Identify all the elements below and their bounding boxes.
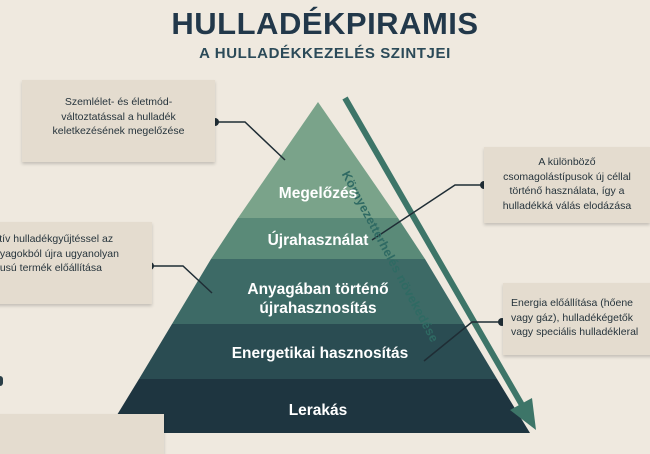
card-prevention-line3: keletkezésének megelőzése <box>52 125 185 137</box>
card-reuse-line1: A különböző <box>538 156 596 168</box>
card-energy-line1: Energia előállítása (hőene <box>511 297 634 309</box>
pyramid-tier-reuse <box>211 218 425 259</box>
page-title: HULLADÉKPIRAMIS <box>171 6 479 41</box>
connector-prevention <box>215 121 286 161</box>
pyramid-tier-energy <box>139 324 497 379</box>
pyramid-tier-prevention <box>238 102 398 218</box>
card-energy-line3: vagy speciális hulladékleral <box>511 326 639 338</box>
connector-dot-offscreen <box>0 376 3 386</box>
connector-lines <box>150 121 502 362</box>
pyramid-tier-recycling <box>172 259 464 324</box>
burden-arrow-line <box>342 96 525 407</box>
page-subtitle: A HULLADÉKKEZELÉS SZINTJEI <box>199 45 451 62</box>
level-label-reuse: Újrahasználat <box>267 232 369 249</box>
level-label-prevention: Megelőzés <box>278 185 358 202</box>
connector-energy <box>423 321 502 362</box>
connector-recycling <box>150 265 213 294</box>
card-recycling-line1: ktív hulladékgyűjtéssel az <box>0 233 114 245</box>
card-reuse-line4: hulladékká válás elodázása <box>502 199 632 212</box>
level-label-landfill: Lerakás <box>288 402 348 419</box>
card-reuse-line2: csomagolástípusok új céllal <box>503 170 631 183</box>
card-energy-line2: vagy gáz), hulladékégetők <box>511 311 633 324</box>
card-prevention-line2: változtatással a hulladék <box>61 110 176 123</box>
card-prevention-line1: Szemlélet- és életmód- <box>64 96 173 108</box>
pyramid-diagram <box>106 96 536 433</box>
level-label-recycling-line1: Anyagában történő <box>247 281 389 298</box>
card-recycling: ktív hulladékgyűjtéssel az nyagokból újr… <box>0 222 152 304</box>
card-reuse-line3: történő használata, így a <box>509 185 625 197</box>
card-energy: Energia előállítása (hőene vagy gáz), hu… <box>503 283 650 355</box>
burden-arrow-head <box>510 398 536 430</box>
level-label-recycling-line2: újrahasznosítás <box>259 300 377 317</box>
pyramid-tier-landfill <box>106 379 530 433</box>
card-prevention: Szemlélet- és életmód- változtatással a … <box>22 80 215 162</box>
level-label-recycling: Anyagában történő újrahasznosítás <box>208 280 428 318</box>
connector-reuse <box>371 184 484 241</box>
level-label-energy: Energetikai hasznosítás <box>231 345 409 362</box>
card-recycling-line3: pusú termék előállítása <box>0 262 102 274</box>
card-landfill-partial <box>0 414 164 454</box>
card-reuse: A különböző csomagolástípusok új céllal … <box>484 147 650 223</box>
card-recycling-line2: nyagokból újra ugyanolyan <box>0 247 119 260</box>
